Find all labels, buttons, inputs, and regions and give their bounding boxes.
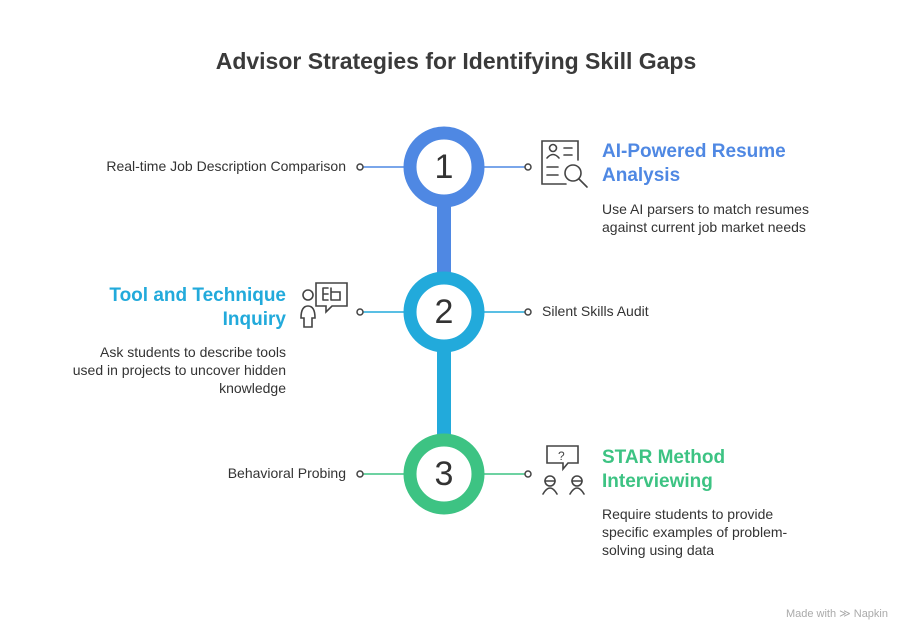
page-title: Advisor Strategies for Identifying Skill… (215, 48, 697, 74)
brand-text: Napkin (853, 608, 888, 620)
step-number-3: 3 (434, 455, 454, 493)
connectors-3 (356, 470, 532, 478)
resume-search-icon (541, 140, 588, 188)
interview-question-icon: ? (542, 445, 585, 495)
napkin-logo-icon: ≫ (839, 608, 851, 620)
side-label-3: Behavioral Probing (227, 465, 346, 481)
step-number-2: 2 (434, 293, 454, 331)
connector-1-2 (437, 200, 451, 280)
connector-2-3 (437, 345, 451, 445)
svg-text:?: ? (558, 449, 565, 463)
person-speech-book-icon (300, 282, 348, 328)
connectors-2 (356, 308, 532, 316)
step-circle-2 (403, 271, 485, 353)
connectors-1 (356, 163, 532, 171)
side-label-2: Silent Skills Audit (542, 303, 649, 319)
footer-credit: Made with ≫ Napkin (786, 607, 888, 620)
step-circle-1 (403, 126, 485, 208)
made-with-text: Made with (785, 608, 837, 620)
side-label-1: Real-time Job Description Comparison (106, 158, 346, 174)
step-circle-3 (403, 433, 485, 515)
step-number-1: 1 (434, 148, 454, 186)
